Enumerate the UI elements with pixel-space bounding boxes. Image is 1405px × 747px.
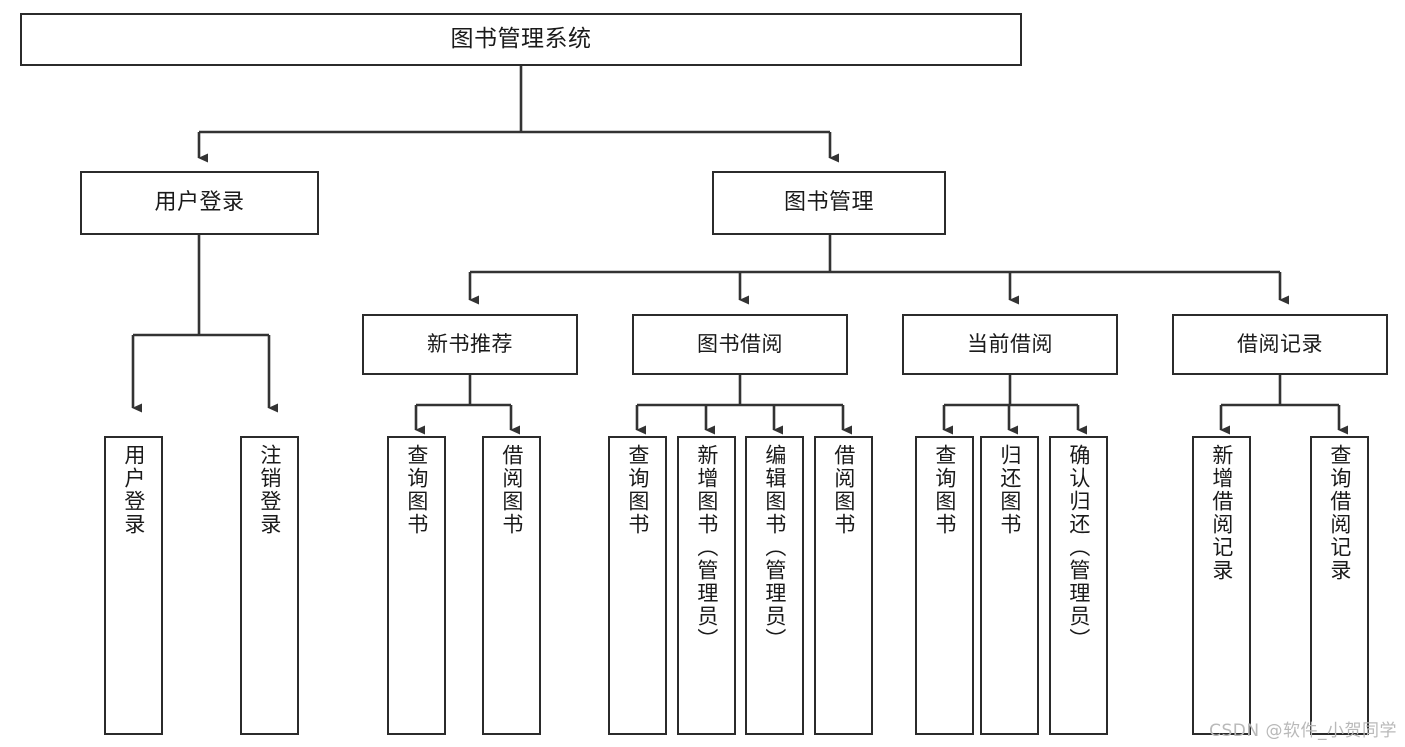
node-label: 查询图书 (625, 444, 650, 536)
node-leaf-add-book-admin[interactable]: 新增图书（管理员） (677, 436, 736, 735)
node-label: 注销登录 (257, 444, 282, 536)
node-book-borrow[interactable]: 图书借阅 (632, 314, 848, 375)
node-leaf-user-login[interactable]: 用户登录 (104, 436, 163, 735)
node-label: 查询图书 (932, 444, 957, 536)
node-leaf-query-book-borrow[interactable]: 查询图书 (608, 436, 667, 735)
node-label: 用户登录 (121, 444, 146, 536)
node-label: 归还图书 (997, 444, 1022, 536)
node-leaf-query-borrow-record[interactable]: 查询借阅记录 (1310, 436, 1369, 735)
node-label: 新书推荐 (427, 331, 513, 356)
node-label: 借阅图书 (499, 444, 524, 536)
node-book-management[interactable]: 图书管理 (712, 171, 946, 235)
watermark-text: CSDN @软件_小贺同学 (1209, 721, 1397, 741)
node-label: 图书借阅 (697, 331, 783, 356)
node-leaf-edit-book-admin[interactable]: 编辑图书（管理员） (745, 436, 804, 735)
node-root-book-management-system[interactable]: 图书管理系统 (20, 13, 1022, 66)
node-leaf-return-book[interactable]: 归还图书 (980, 436, 1039, 735)
node-label: 图书管理 (783, 189, 874, 215)
node-leaf-borrow-book-recommend[interactable]: 借阅图书 (482, 436, 541, 735)
node-leaf-add-borrow-record[interactable]: 新增借阅记录 (1192, 436, 1251, 735)
node-label: 查询借阅记录 (1327, 444, 1352, 582)
node-label: 新增图书（管理员） (694, 444, 719, 651)
node-borrow-record[interactable]: 借阅记录 (1172, 314, 1388, 375)
node-label: 新增借阅记录 (1209, 444, 1234, 582)
node-new-book-recommend[interactable]: 新书推荐 (362, 314, 578, 375)
node-label: 查询图书 (404, 444, 429, 536)
node-label: 借阅记录 (1237, 331, 1323, 356)
node-label: 图书管理系统 (450, 25, 592, 52)
node-label: 借阅图书 (831, 444, 856, 536)
node-label: 用户登录 (154, 189, 245, 215)
node-label: 当前借阅 (967, 331, 1053, 356)
node-label: 确认归还（管理员） (1066, 444, 1091, 651)
node-label: 编辑图书（管理员） (762, 444, 787, 651)
node-leaf-borrow-book[interactable]: 借阅图书 (814, 436, 873, 735)
node-leaf-query-book-recommend[interactable]: 查询图书 (387, 436, 446, 735)
node-leaf-query-book-current[interactable]: 查询图书 (915, 436, 974, 735)
node-leaf-logout[interactable]: 注销登录 (240, 436, 299, 735)
node-user-login[interactable]: 用户登录 (80, 171, 319, 235)
node-leaf-confirm-return-admin[interactable]: 确认归还（管理员） (1049, 436, 1108, 735)
node-current-borrow[interactable]: 当前借阅 (902, 314, 1118, 375)
